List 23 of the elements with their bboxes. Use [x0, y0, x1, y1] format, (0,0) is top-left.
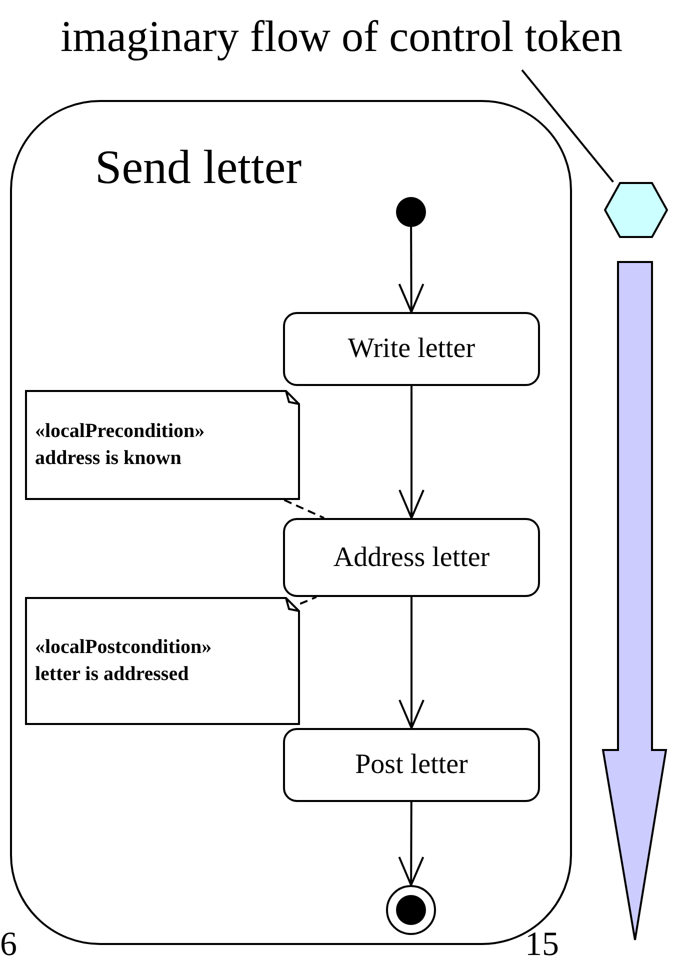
action-box: Address letter [283, 518, 540, 597]
page-number: 15 [525, 928, 559, 962]
anchor-line [300, 596, 317, 605]
page-number: 6 [0, 928, 17, 962]
action-box: Write letter [283, 312, 540, 386]
flow-arrow [398, 386, 424, 519]
token-hexagon [604, 182, 668, 238]
flow-arrow [398, 227, 424, 313]
note-text: address is known [35, 446, 182, 471]
flow-arrow [398, 597, 424, 729]
stereotype-text: «localPostcondition» [35, 635, 212, 660]
activity-name: Send letter [95, 144, 302, 192]
leader-line [521, 69, 614, 183]
stereotype-text: «localPrecondition» [35, 419, 205, 444]
note-text: letter is addressed [35, 662, 189, 687]
note [25, 597, 300, 725]
final-node [386, 885, 436, 935]
action-box: Post letter [283, 728, 540, 802]
anchor-line [284, 499, 324, 519]
flow-arrow [398, 802, 424, 886]
initial-node [396, 197, 426, 227]
annotation-text: imaginary flow of control token [3, 8, 680, 66]
note [25, 390, 300, 500]
